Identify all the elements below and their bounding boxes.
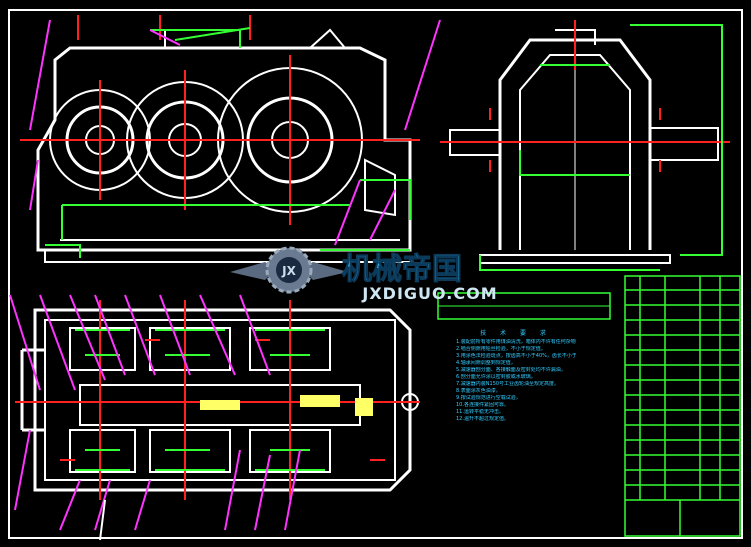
technical-requirement-line: 6.剖分面允许涂以密封胶或水玻璃。 — [456, 374, 536, 380]
technical-requirement-line: 11.运转平稳无冲击。 — [456, 409, 504, 415]
logo-letters: JX — [281, 264, 296, 278]
technical-requirement-line: 12.温升不超过规定值。 — [456, 416, 509, 422]
side-centerlines — [440, 20, 730, 172]
technical-requirements-list: 1.装配前所有零件用煤油清洗，箱体内不许有任何杂物。2.啮合侧隙用铅丝检验，不小… — [456, 339, 576, 423]
front-centerlines — [20, 15, 420, 225]
sheet-border — [8, 9, 743, 539]
technical-requirement-line: 2.啮合侧隙用铅丝检验，不小于规定值。 — [456, 346, 546, 352]
title-block — [624, 275, 741, 537]
technical-requirement-line: 10.各连接件紧固可靠。 — [456, 402, 509, 408]
technical-requirement-line: 8.表面涂灰色油漆。 — [456, 388, 501, 394]
gear-wings-logo-icon: JX — [230, 246, 348, 294]
watermark-title: 机械帝国 — [342, 252, 462, 287]
technical-requirement-line: 4.轴承间隙调整到规定值， — [456, 360, 516, 366]
technical-requirement-line: 7.减速器内装N150号工业齿轮油至规定高度。 — [456, 381, 560, 387]
technical-requirement-line: 1.装配前所有零件用煤油清洗，箱体内不许有任何杂物。 — [456, 339, 576, 345]
front-view — [36, 28, 412, 263]
plan-view — [20, 308, 419, 492]
front-dimension-lines — [29, 19, 441, 246]
technical-requirements-title: 技 术 要 求 — [480, 330, 552, 337]
plan-extension-line — [99, 499, 106, 541]
technical-requirement-line: 5.减速器剖分面、各接触面及密封处均不许漏油， — [456, 367, 566, 373]
technical-requirements: 技 术 要 求 1.装配前所有零件用煤油清洗，箱体内不许有任何杂物。2.啮合侧隙… — [456, 330, 576, 423]
technical-requirement-line: 3.用涂色法检验斑点，按齿高不小于40%，齿长不小于50%。 — [456, 353, 576, 359]
technical-requirement-line: 9.按试验规范进行空载试验， — [456, 395, 521, 401]
plan-hidden-lines — [75, 329, 325, 471]
plan-dimension-lines — [9, 294, 301, 531]
front-hidden-lines — [45, 27, 411, 258]
plan-highlight-parts — [200, 395, 373, 416]
side-hidden-lines — [479, 24, 723, 271]
watermark-url: JXDIGUO.COM — [361, 284, 497, 303]
